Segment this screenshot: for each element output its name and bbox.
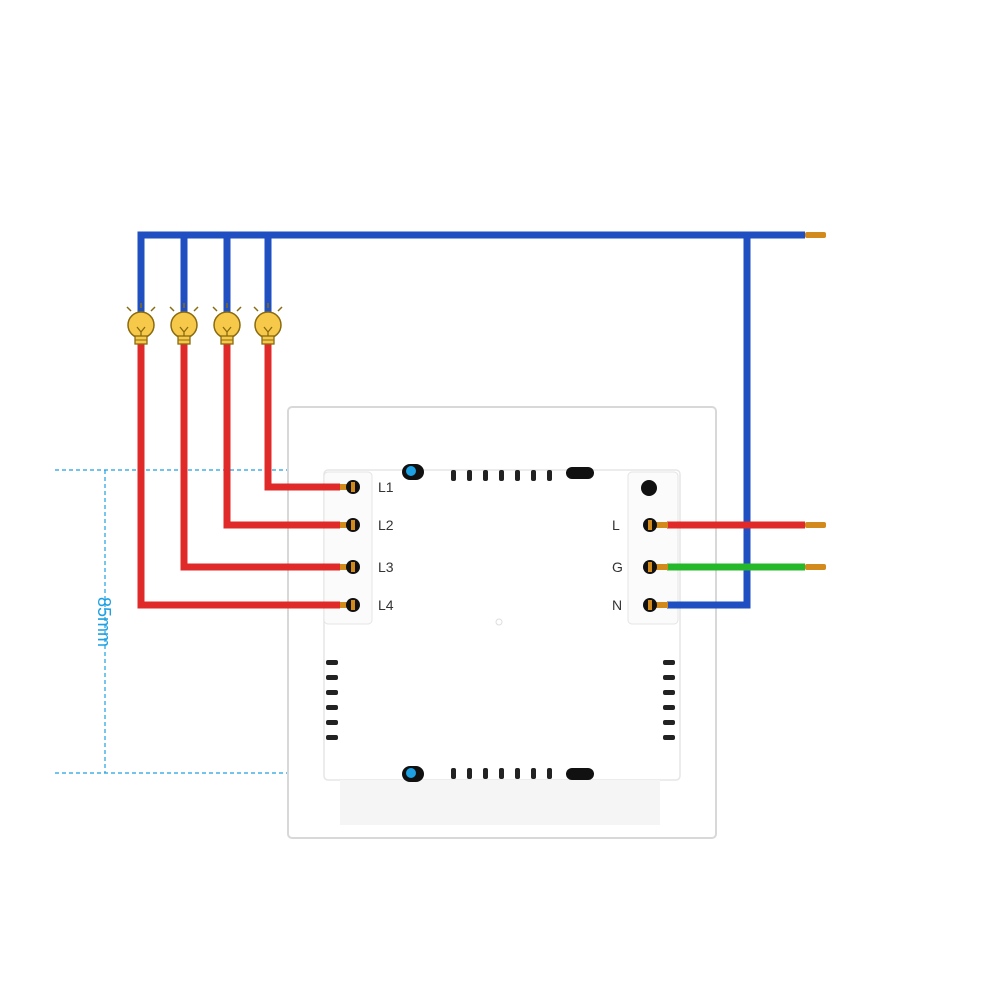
- terminal-label-l2: L2: [378, 517, 394, 533]
- terminal-screw-l4: [340, 598, 360, 612]
- load-wire-l4: [137, 340, 340, 609]
- power-terminals: L G N: [612, 517, 668, 613]
- light-bulbs: [126, 303, 283, 345]
- neutral-wire-tip: [805, 232, 826, 238]
- terminal-screw-l3: [340, 560, 360, 574]
- mounting-slot-top: [566, 467, 594, 479]
- top-vents: [451, 470, 552, 481]
- mounting-slot-bottom: [566, 768, 594, 780]
- bulb-icon: [126, 303, 156, 345]
- terminal-label-live: L: [612, 517, 620, 533]
- bulb-icon: [253, 303, 283, 345]
- center-dot: [495, 618, 503, 626]
- switch-plate: [287, 406, 717, 839]
- load-wire-l2: [223, 340, 340, 529]
- mounting-clip-top: [402, 464, 424, 480]
- load-terminals: L1 L2 L3 L4: [340, 479, 394, 613]
- bulb-icon: [212, 303, 242, 345]
- terminal-label-l3: L3: [378, 559, 394, 575]
- neutral-to-n-terminal: [667, 235, 751, 609]
- mounting-clip-bottom: [402, 766, 424, 782]
- left-side-vents: [326, 660, 338, 740]
- bulb-icon: [169, 303, 199, 345]
- neutral-bus-wire: [137, 231, 805, 325]
- wires: [137, 231, 826, 609]
- terminal-label-l1: L1: [378, 479, 394, 495]
- terminal-label-neutral: N: [612, 597, 622, 613]
- terminal-screw-live: [643, 518, 668, 532]
- terminal-label-l4: L4: [378, 597, 394, 613]
- bottom-vents: [451, 768, 552, 779]
- live-wire-tip: [805, 522, 826, 528]
- ground-wire-tip: [805, 564, 826, 570]
- load-wire-l3: [180, 340, 340, 571]
- load-wire-l1: [264, 340, 340, 491]
- terminal-screw-ground: [643, 560, 668, 574]
- right-terminal-block: [627, 471, 679, 625]
- reset-hole: [641, 480, 657, 496]
- left-terminal-block: [323, 471, 373, 625]
- terminal-screw-neutral: [643, 598, 668, 612]
- terminal-screw-l2: [340, 518, 360, 532]
- terminal-screw-l1: [340, 480, 360, 494]
- terminal-label-ground: G: [612, 559, 623, 575]
- right-side-vents: [663, 660, 675, 740]
- dimension-label: 85mm: [94, 597, 114, 647]
- switch-lower-shadow: [340, 780, 660, 825]
